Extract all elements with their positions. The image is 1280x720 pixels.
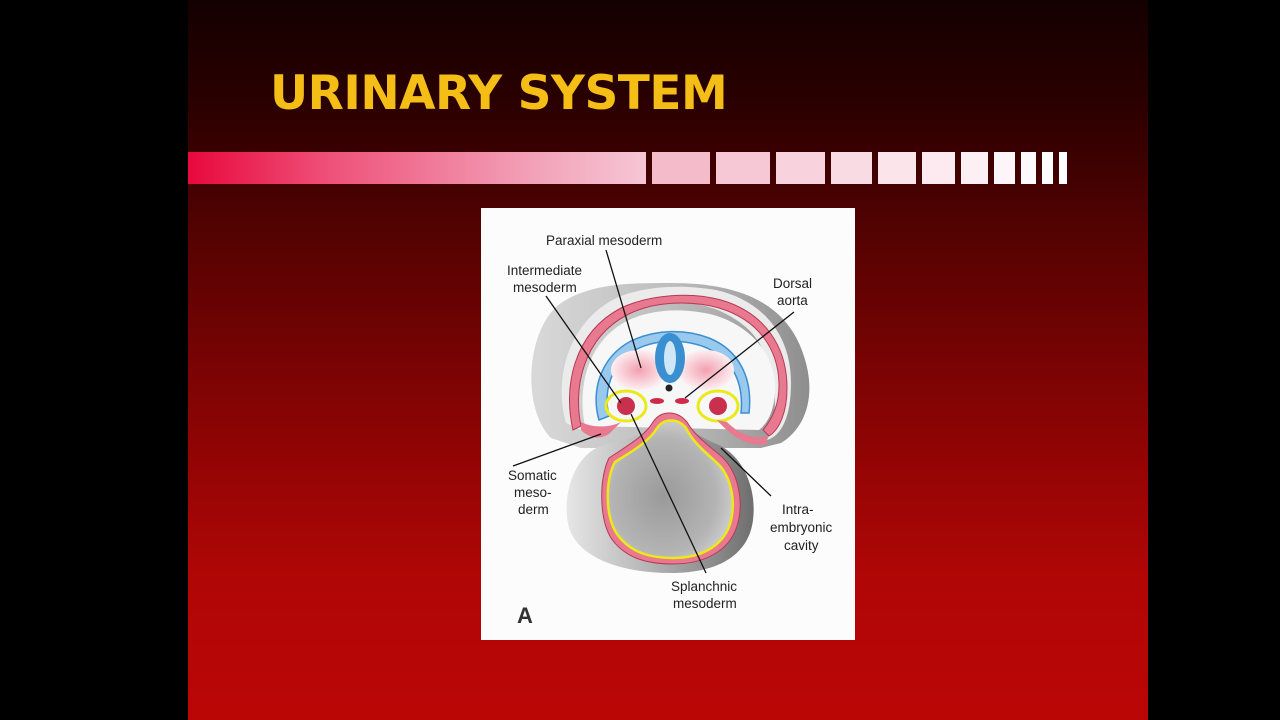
decorative-bar-segment [994,152,1015,184]
decorative-bar-segment [922,152,955,184]
label-dorsal-line2: aorta [777,293,808,308]
slide: URINARY SYSTEM [188,0,1148,720]
label-somatic-line2: meso- [514,485,552,500]
lateral-fold-right [717,420,767,445]
decorative-bar-segment [716,152,770,184]
label-dorsal-line1: Dorsal [773,276,812,291]
embryo-cross-section-figure: Paraxial mesoderm Intermediate mesoderm … [481,208,855,640]
label-intra-line3: cavity [784,538,819,553]
label-intra-line1: Intra- [782,502,814,517]
decorative-bar-segment [1042,152,1053,184]
label-intermediate-line1: Intermediate [507,263,582,278]
decorative-bar-segment [961,152,988,184]
decorative-bar-segment [831,152,872,184]
label-splanchnic-line2: mesoderm [673,596,737,611]
lateral-fold-left [581,422,621,438]
decorative-bar-segment [878,152,916,184]
dorsal-aorta-left [650,398,664,404]
label-leader-lines [512,249,795,574]
label-intra-line2: embryonic [770,520,833,535]
embryo-diagram: Paraxial mesoderm Intermediate mesoderm … [507,233,833,628]
notochord [665,384,673,392]
panel-letter: A [517,603,533,628]
paraxial-mesoderm-right [678,350,734,390]
intermediate-mesoderm-right [709,397,727,415]
decorative-gradient-bar [188,152,646,184]
neural-canal [664,341,676,375]
highlight-ring-left [604,389,648,423]
decorative-bar-segment [652,152,710,184]
label-intermediate-line2: mesoderm [513,280,577,295]
endoderm-gut [606,419,734,560]
dorsal-aorta-right [675,398,689,404]
decorative-bar-segment [776,152,825,184]
decorative-bar-segment [1021,152,1036,184]
slide-title: URINARY SYSTEM [270,66,728,121]
decorative-bar-segment [1059,152,1067,184]
label-splanchnic-line1: Splanchnic [671,579,737,594]
label-paraxial-mesoderm: Paraxial mesoderm [546,233,662,248]
intermediate-mesoderm-left [617,397,635,415]
ectoderm-layer [595,330,751,422]
somatic-mesoderm-layer [568,294,788,437]
label-somatic-line3: derm [518,502,549,517]
label-somatic-line1: Somatic [508,468,557,483]
paraxial-mesoderm-left [611,350,667,390]
